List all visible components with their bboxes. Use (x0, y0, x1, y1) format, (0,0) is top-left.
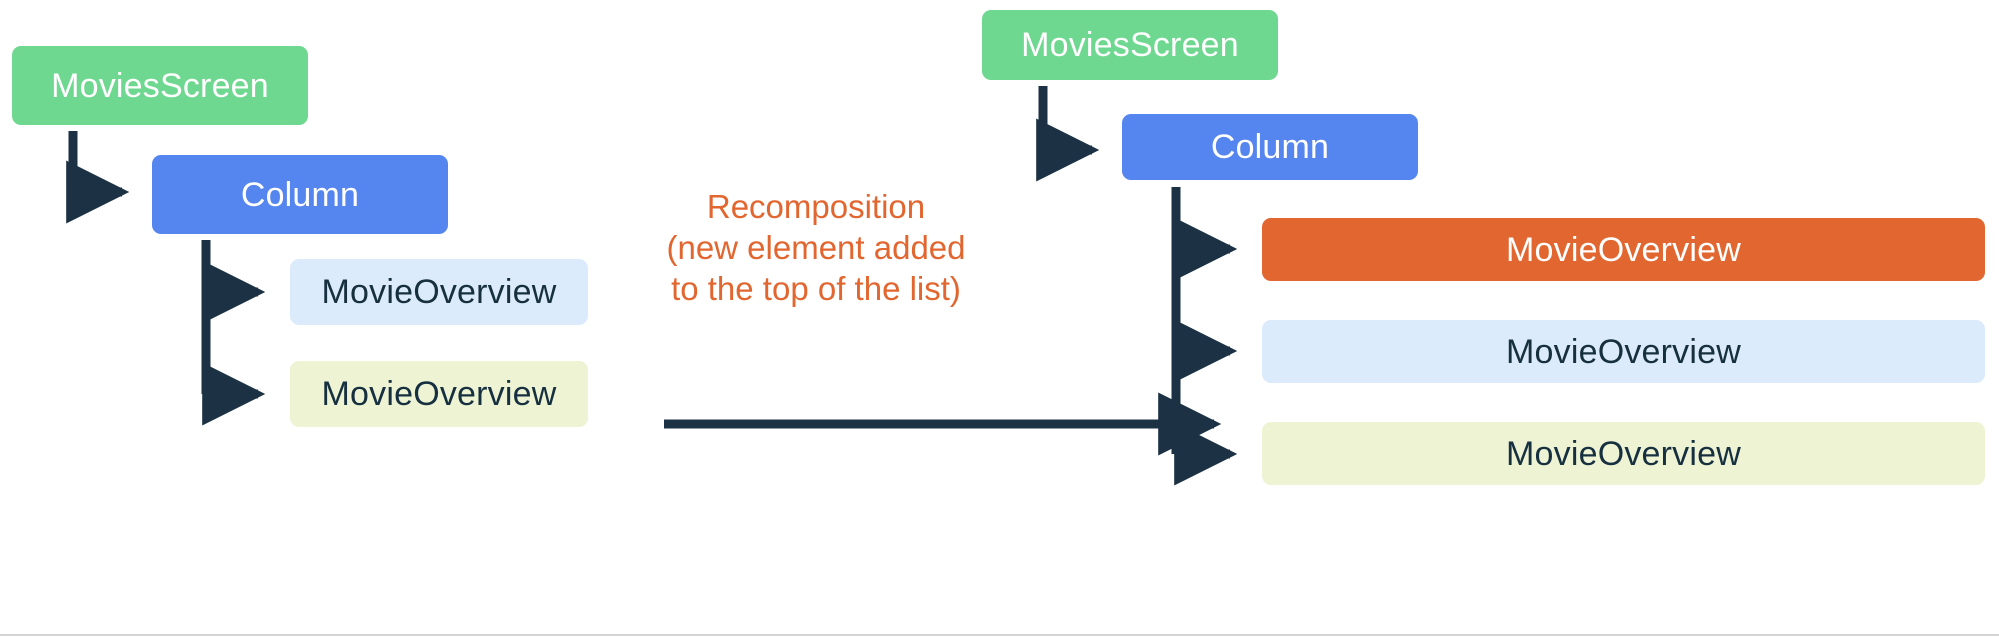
after-node-movie-overview-3-label: MovieOverview (1506, 434, 1741, 473)
before-node-movie-overview-2[interactable]: MovieOverview (290, 361, 588, 427)
before-node-movie-overview-1[interactable]: MovieOverview (290, 259, 588, 325)
after-node-movie-overview-3[interactable]: MovieOverview (1262, 422, 1985, 485)
after-node-movie-overview-1[interactable]: MovieOverview (1262, 218, 1985, 281)
after-node-movie-overview-2-label: MovieOverview (1506, 332, 1741, 371)
after-node-movies-screen-label: MoviesScreen (1021, 26, 1239, 64)
after-node-movie-overview-2[interactable]: MovieOverview (1262, 320, 1985, 383)
before-node-column-label: Column (240, 175, 360, 214)
after-node-column-label: Column (1210, 128, 1330, 166)
after-node-movie-overview-1-label: MovieOverview (1506, 230, 1741, 269)
after-node-column[interactable]: Column (1122, 114, 1418, 180)
connector-right-screen-to-column (1036, 86, 1100, 182)
connector-left-column-to-overviews (201, 240, 266, 426)
recomposition-caption-line-3: to the top of the list) (671, 270, 961, 307)
before-node-movie-overview-2-label: MovieOverview (321, 375, 557, 413)
connector-right-column-to-overviews (1171, 187, 1238, 486)
recomposition-caption-line-2: (new element added (666, 229, 966, 266)
recomposition-caption: Recomposition (new element added to the … (640, 186, 992, 309)
connector-left-screen-to-column (66, 131, 130, 224)
before-node-column[interactable]: Column (152, 155, 448, 234)
recomposition-caption-line-1: Recomposition (706, 188, 926, 225)
before-node-movies-screen[interactable]: MoviesScreen (12, 46, 308, 125)
bottom-divider (0, 634, 1999, 636)
before-node-movies-screen-label: MoviesScreen (51, 66, 269, 105)
after-node-movies-screen[interactable]: MoviesScreen (982, 10, 1278, 80)
before-node-movie-overview-1-label: MovieOverview (321, 273, 557, 311)
